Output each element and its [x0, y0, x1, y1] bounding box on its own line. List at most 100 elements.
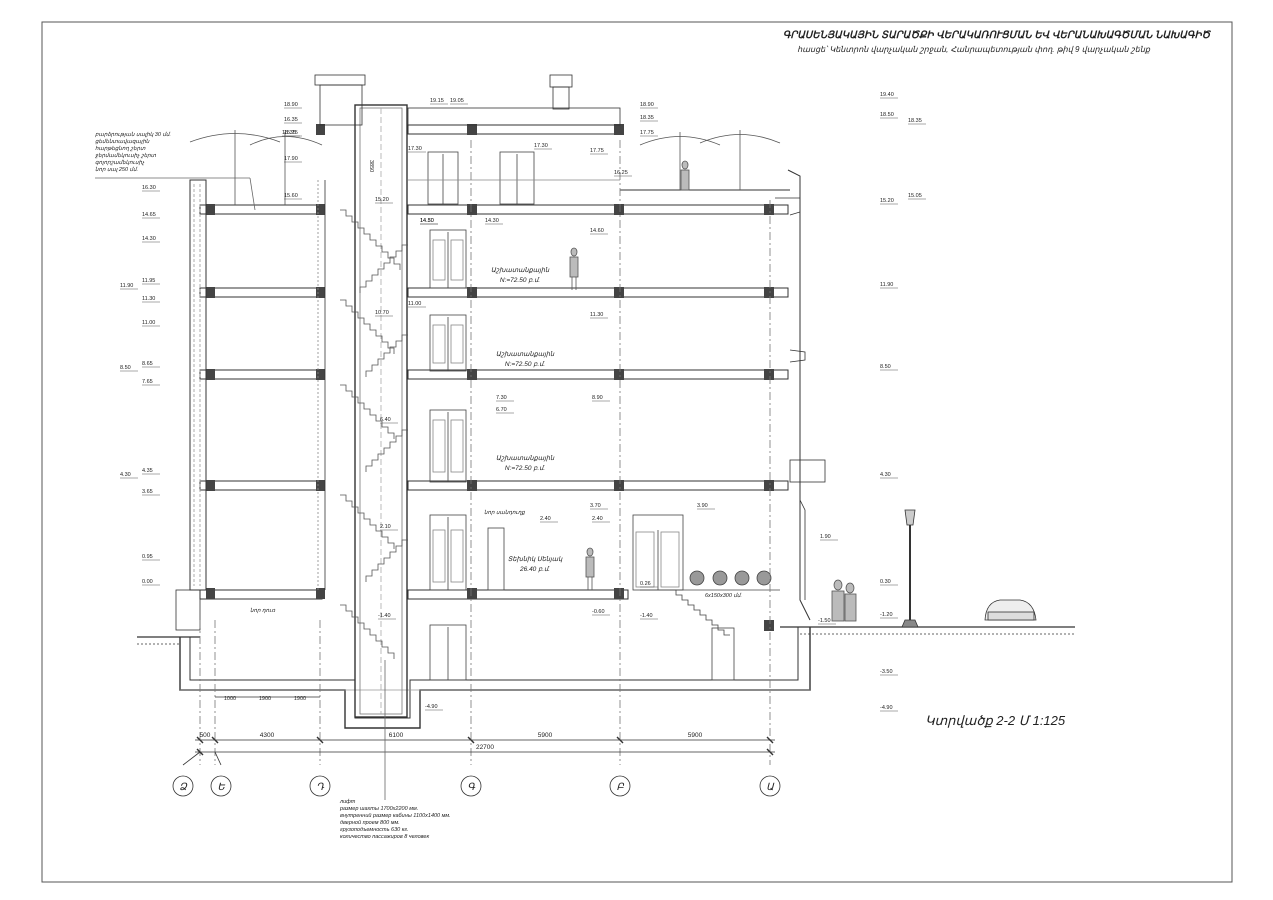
- level-mark: 17.90: [284, 156, 298, 162]
- level-mark: -4.90: [425, 704, 438, 710]
- level-mark: 11.90: [120, 283, 133, 289]
- right-facade: [775, 169, 826, 621]
- dim-5900-b: 5900: [688, 732, 703, 739]
- level-mark: 0.00: [142, 579, 153, 585]
- dim-4300: 4300: [260, 732, 275, 739]
- room-area-1: N:=72.50 բ.մ.: [500, 277, 540, 284]
- level-mark: 8.50: [880, 364, 891, 370]
- level-marks-right: 19.4018.5018.3515.2015.0511.908.504.301.…: [820, 92, 926, 712]
- level-mark: 18.35: [640, 115, 654, 121]
- axis-lines: [199, 140, 771, 765]
- level-mark: 17.30: [534, 143, 548, 149]
- basement: [179, 627, 811, 729]
- stair-spec-label: 6x150x300 մմ.: [705, 592, 742, 599]
- level-mark: 15.75: [284, 130, 298, 136]
- elevator-height: 3850: [368, 160, 374, 172]
- level-mark: 14.65: [142, 212, 156, 218]
- left-facade-wall: [175, 179, 326, 631]
- level-mark: 8.50: [120, 365, 131, 371]
- roof-note-2: ցեմենտավազային: [95, 138, 150, 145]
- axis-bubble-6: [759, 775, 781, 797]
- level-mark: 6.40: [380, 417, 391, 423]
- sheet-title: ԳՐԱՍԵՆՅԱԿԱՅԻՆ ՏԱՐԱԾՔԻ ՎԵՐԱԿԱՌՈՒՑՄԱՆ ԵՎ Վ…: [783, 30, 1212, 41]
- level-mark: 15.60: [284, 193, 298, 199]
- level-mark: 18.35: [908, 118, 922, 124]
- room-area-4: 26.40 բ.մ.: [519, 566, 550, 573]
- car: [984, 599, 1037, 621]
- people: [569, 160, 857, 622]
- level-mark: 14.30: [142, 236, 156, 242]
- level-mark: 17.75: [590, 148, 604, 154]
- level-mark: 18.90: [640, 102, 654, 108]
- level-mark: 17.75: [640, 130, 654, 136]
- level-mark: -1.40: [640, 613, 653, 619]
- level-mark: 16.35: [284, 117, 298, 123]
- axis-label-5: Բ: [616, 782, 624, 793]
- level-mark: 2.40: [540, 516, 551, 522]
- level-mark: -1.50: [818, 618, 831, 624]
- elevator-note-4: дверной проем 800 мм.: [340, 819, 400, 826]
- level-mark: 4.30: [120, 472, 131, 478]
- level-mark: 11.95: [142, 278, 155, 284]
- dim-500: 500: [200, 732, 211, 739]
- roof-note-5: գոլորշամեկուսիչ: [95, 159, 145, 166]
- level-mark: 7.65: [142, 379, 153, 385]
- level-mark: -4.90: [880, 705, 893, 711]
- level-mark: 15.20: [880, 198, 894, 204]
- level-mark: 3.65: [142, 489, 153, 495]
- staircase: [340, 209, 408, 659]
- dim-6100: 6100: [389, 732, 404, 739]
- room-name-1: Աշխատանքային: [491, 267, 550, 274]
- level-mark: 11.30: [590, 312, 603, 318]
- level-mark: 11.00: [142, 320, 155, 326]
- level-mark: 2.40: [592, 516, 603, 522]
- axis-bubble-5: [609, 775, 631, 797]
- room-area-3: N:=72.50 բ.մ.: [505, 465, 545, 472]
- axis-label-6: Ա: [766, 782, 775, 793]
- level-mark: 11.90: [880, 282, 893, 288]
- room-name-3: Աշխատանքային: [496, 455, 555, 462]
- roof-note-3: հարթեցնող շերտ: [95, 145, 146, 152]
- stair-mark-label: նոր սանդուղք: [484, 509, 525, 516]
- level-mark: 15.20: [375, 197, 389, 203]
- section-label: Կտրվածք 2-2 Մ 1:125: [925, 713, 1066, 728]
- level-mark: -0.60: [592, 609, 605, 615]
- level-mark: -1.40: [378, 613, 391, 619]
- level-mark: 8.65: [142, 361, 153, 367]
- level-mark: 16.30: [142, 185, 156, 191]
- axis-label-2: Ե: [217, 782, 225, 793]
- level-mark: 16.25: [614, 170, 628, 176]
- level-mark: 2.10: [380, 524, 391, 530]
- level-mark: 19.05: [450, 98, 464, 104]
- elevator-note-5: грузоподъемность 630 кг.: [340, 827, 409, 833]
- axis-label-3: Դ: [316, 782, 324, 793]
- level-mark: 11.00: [408, 301, 421, 307]
- dim-total: 22700: [476, 744, 494, 751]
- room-name-2: Աշխատանքային: [496, 351, 555, 358]
- level-mark: 14.60: [590, 228, 604, 234]
- level-mark: 1.90: [820, 534, 831, 540]
- roof-note-4: ջերմամեկուսիչ շերտ: [95, 152, 157, 159]
- elevator-note-2: размер шахты 1700x2200 мм.: [339, 806, 418, 812]
- level-mark: 0.95: [142, 554, 153, 560]
- dimension-lines: [195, 696, 775, 756]
- level-mark: 14.30: [485, 218, 499, 224]
- level-mark: 6.70: [496, 407, 507, 413]
- level-mark: 15.35: [282, 130, 296, 136]
- elevator-note-6: количество пассажиров 8 человек: [340, 834, 429, 840]
- terrace-umbrellas: [189, 130, 781, 205]
- axis-bubbles: [172, 751, 781, 797]
- level-mark: 3.70: [590, 503, 601, 509]
- level-mark: 0.26: [640, 581, 651, 587]
- room-name-4: Տեխնիկ Սենյակ: [508, 556, 563, 563]
- elevator-note-3: внутренний размер кабины 1100x1400 мм.: [340, 812, 451, 819]
- columns: [206, 124, 774, 631]
- level-mark: 11.30: [142, 296, 155, 302]
- axis-label-4: Գ: [467, 782, 476, 793]
- entrance-stair: [640, 589, 780, 636]
- elevator-note-1: лифт: [339, 799, 356, 805]
- sheet-address: հասցե՝ Կենտրոն վարչական շրջան, Հանրապետո…: [797, 45, 1151, 54]
- axis-label-1: Ձ: [179, 782, 188, 793]
- planters: [689, 570, 772, 586]
